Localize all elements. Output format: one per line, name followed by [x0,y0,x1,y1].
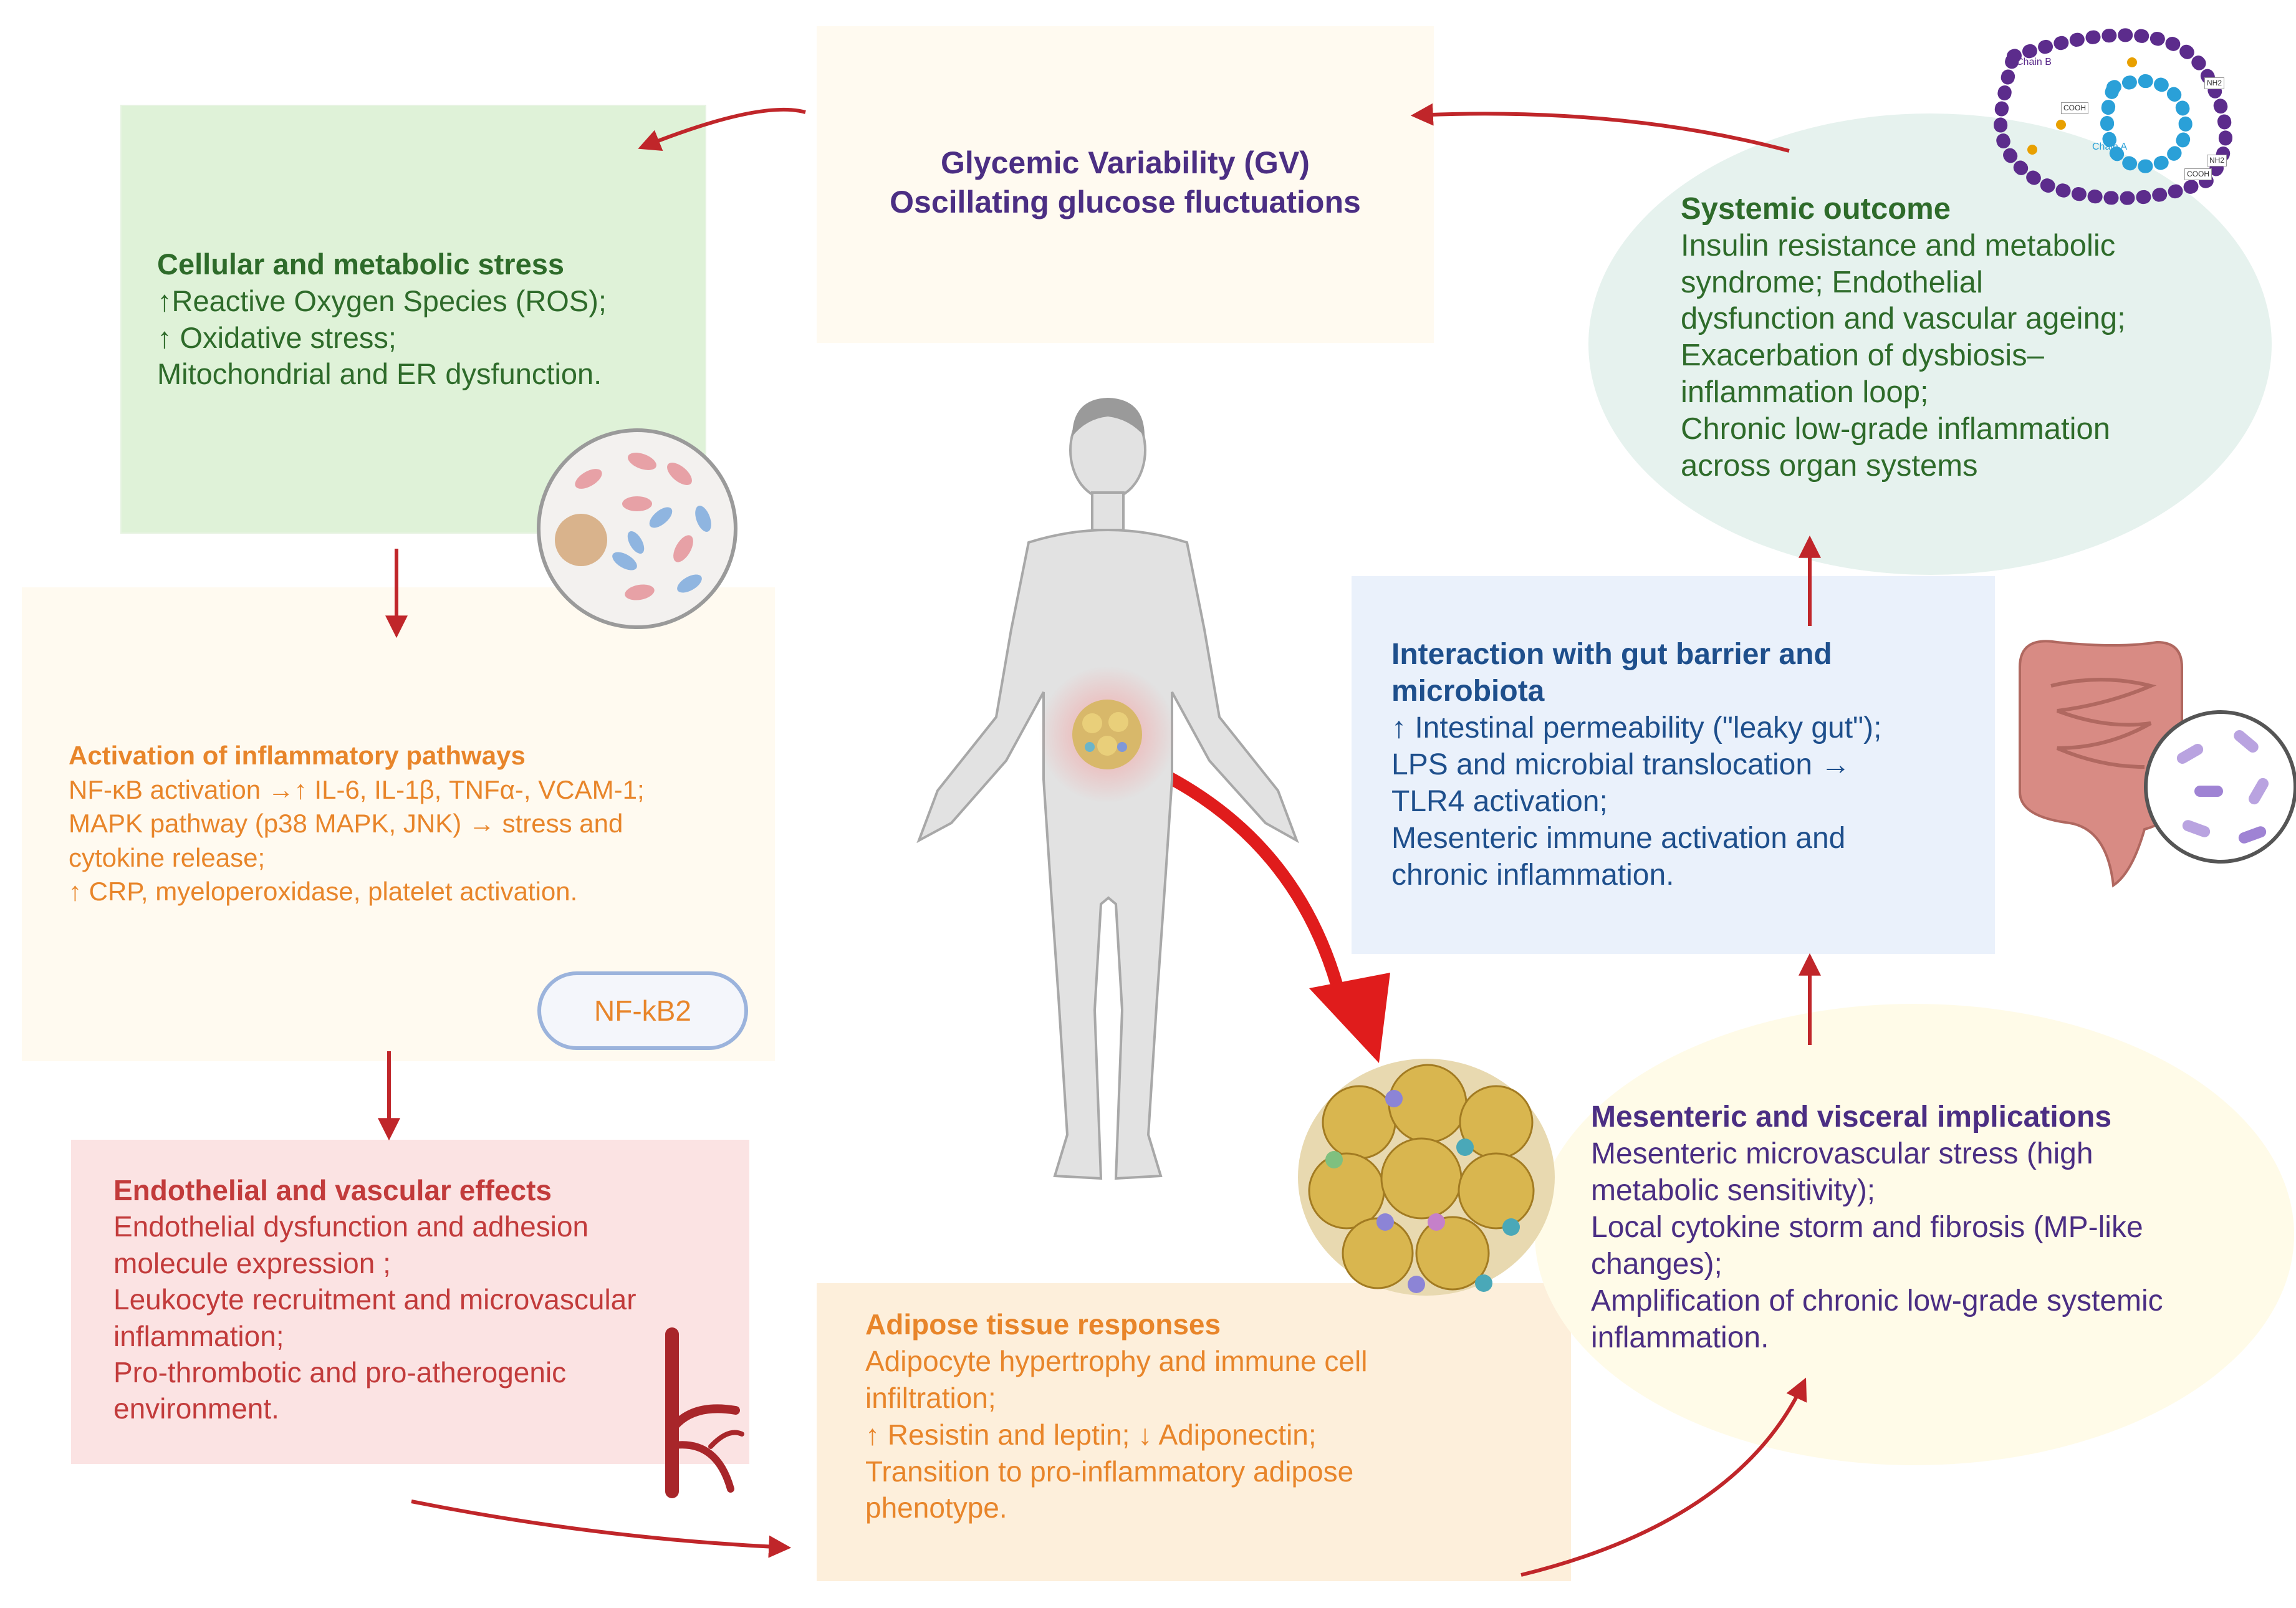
bacteria-illustration [2144,710,2296,864]
endothelial-line: Pro-thrombotic and pro-atherogenic [113,1356,567,1389]
arrow-adipose-to-mesenteric [1520,1377,1807,1577]
stress-line: Mitochondrial and ER dysfunction. [157,357,602,391]
mesenteric-line: Amplification of chronic low-grade syste… [1591,1284,2163,1318]
gut-line: Mesenteric immune activation and [1391,822,1846,855]
gut-line: TLR4 activation; [1391,785,1608,819]
hair [1072,398,1145,436]
mesenteric-ellipse [1535,1004,2294,1465]
endothelial-line: environment. [113,1392,279,1425]
arrow-body-to-adipose-head [1309,973,1390,1063]
inflammatory-line: cytokine release; [69,842,266,872]
systemic-title: Systemic outcome [1681,192,1951,226]
arrow-body-to-adipose [1129,753,1347,999]
systemic-line: across organ systems [1681,448,1978,483]
stress-text: Cellular and metabolic stress ↑Reactive … [157,246,607,393]
arrow-systemic-to-gv [1410,103,1790,153]
mesenteric-text: Mesenteric and visceral implications Mes… [1591,1099,2163,1356]
systemic-line: dysfunction and vascular ageing; [1681,302,2126,336]
gut-box [1352,576,1995,954]
gut-title: microbiota [1391,675,1545,708]
gut-text: Interaction with gut barrier and microbi… [1391,636,1881,893]
systemic-line: inflammation loop; [1681,375,1929,409]
gv-box: Glycemic Variability (GV) Oscillating gl… [817,26,1434,343]
adipose-line: phenotype. [865,1491,1007,1524]
gv-title: Glycemic Variability (GV) [941,145,1310,180]
gut-title: Interaction with gut barrier and [1391,638,1832,671]
arrow-gv-to-stress [638,107,806,152]
mesenteric-title: Mesenteric and visceral implications [1591,1100,2112,1134]
endothelial-text: Endothelial and vascular effects Endothe… [113,1172,636,1427]
stress-line: ↑Reactive Oxygen Species (ROS); [157,284,607,317]
endothelial-line: inflammation; [113,1319,284,1352]
adipose-box [817,1283,1571,1581]
endothelial-line: Endothelial dysfunction and adhesion [113,1210,589,1243]
arrow-endothelial-to-adipose [411,1500,792,1558]
stress-line: ↑ Oxidative stress; [157,320,396,354]
systemic-text: Systemic outcome Insulin resistance and … [1681,191,2126,484]
endothelial-line: Leukocyte recruitment and microvascular [113,1283,636,1316]
mesenteric-line: Local cytokine storm and fibrosis (MP-li… [1591,1211,2143,1245]
stress-title: Cellular and metabolic stress [157,248,565,281]
adipose-title: Adipose tissue responses [865,1308,1221,1341]
adipose-line: infiltration; [865,1381,996,1414]
mesenteric-line: inflammation. [1591,1321,1769,1355]
systemic-line: Chronic low-grade inflammation [1681,412,2111,446]
insulin-nh2-label: NH2 [2207,155,2227,166]
inflammatory-title: Activation of inflammatory pathways [69,741,526,770]
endothelial-box [71,1140,749,1464]
adipose-line: Transition to pro-inflammatory adipose [865,1455,1354,1488]
abdomen-fat-icon [1072,700,1142,769]
adipose-cluster-illustration [1298,1059,1555,1296]
insulin-cooh-label: COOH [2061,102,2088,114]
systemic-line: Insulin resistance and metabolic [1681,228,2116,262]
insulin-cooh-label: COOH [2184,168,2212,180]
insulin-molecule-illustration [1994,28,2232,205]
inflammatory-text: Activation of inflammatory pathways NF-κ… [69,739,645,909]
inflammatory-line: NF-κB activation →↑ IL-6, IL-1β, TNFα-, … [69,774,645,804]
adipose-line: Adipocyte hypertrophy and immune cell [865,1344,1368,1377]
cell-illustration [537,428,737,629]
nfkb2-label: NF-kB2 [594,994,691,1027]
insulin-chain-a-label: Chain A [2092,142,2128,152]
mesenteric-line: metabolic sensitivity); [1591,1174,1876,1208]
gut-line: chronic inflammation. [1391,859,1674,892]
mesenteric-line: Mesenteric microvascular stress (high [1591,1137,2093,1171]
human-figure [916,400,1299,1180]
systemic-line: syndrome; Endothelial [1681,265,1983,299]
adipose-text: Adipose tissue responses Adipocyte hyper… [865,1306,1367,1526]
gv-text: Glycemic Variability (GV) Oscillating gl… [817,143,1434,221]
insulin-chain-b-label: Chain B [2016,57,2052,67]
inflammatory-line: MAPK pathway (p38 MAPK, JNK) → stress an… [69,809,623,839]
nfkb2-badge: NF-kB2 [537,971,748,1050]
gv-subtitle: Oscillating glucose fluctuations [890,184,1361,219]
systemic-line: Exacerbation of dysbiosis– [1681,339,2044,373]
mesenteric-line: changes); [1591,1248,1722,1281]
adipose-line: ↑ Resistin and leptin; ↓ Adiponectin; [865,1418,1317,1451]
gut-line: ↑ Intestinal permeability ("leaky gut"); [1391,711,1882,745]
inflammatory-line: ↑ CRP, myeloperoxidase, platelet activat… [69,877,578,907]
gut-line: LPS and microbial translocation → [1391,748,1851,782]
endothelial-title: Endothelial and vascular effects [113,1174,552,1206]
blood-vessel-illustration [665,1327,744,1498]
insulin-nh2-label: NH2 [2204,77,2225,89]
endothelial-line: molecule expression ; [113,1246,391,1279]
